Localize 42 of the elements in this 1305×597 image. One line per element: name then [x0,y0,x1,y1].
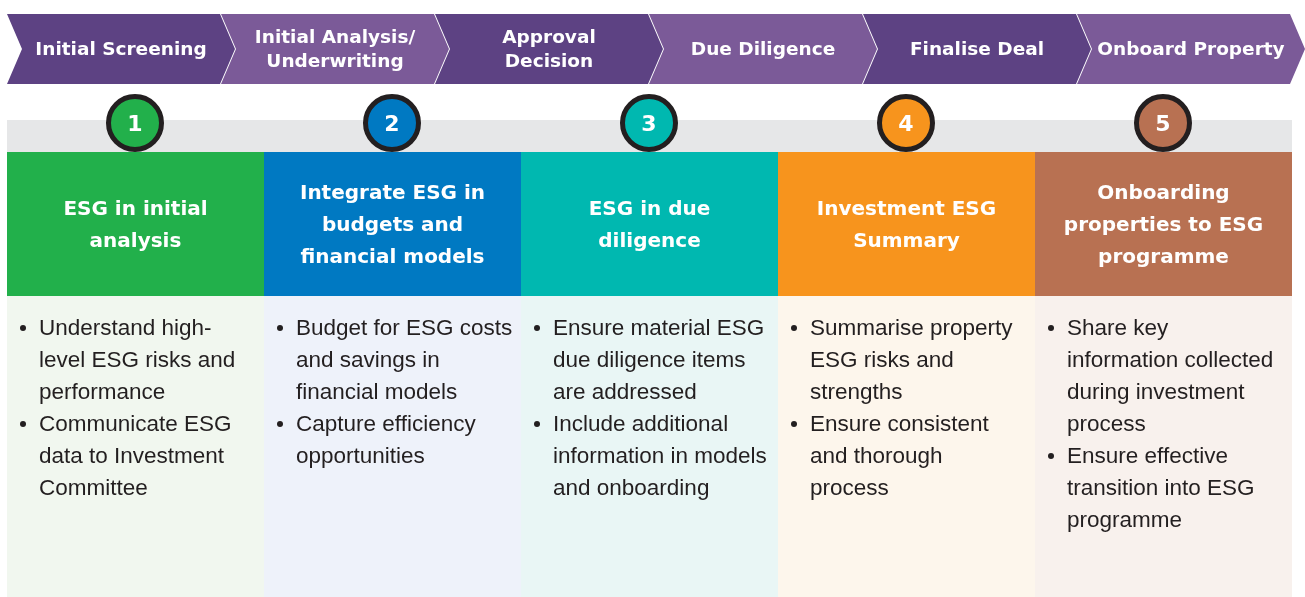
bullet-text: Ensure consistent and thorough process [810,410,990,502]
stage-banner [1077,14,1305,84]
stage-label: Approval Decision [501,25,597,73]
bullet-text: Include additional information in models and onboarding [553,410,768,502]
stage-label: Finalise Deal [908,37,1045,61]
header-box [778,152,1035,296]
header-box [521,152,778,296]
header-title: Onboarding properties to ESG programme [1062,179,1265,270]
content-panel [7,296,264,597]
bullet-text: Understand high-level ESG risks and performance [39,314,237,406]
content-panel [778,296,1035,597]
step-number: 3 [620,94,678,152]
stage-label: Due Diligence [689,37,837,61]
bullet-text: Budget for ESG costs and savings in financial models [296,314,513,406]
bullet-text: Capture efficiency opportunities [296,410,477,470]
bullet-text: Ensure effective transition into ESG programme [1067,442,1256,534]
bullet-text: Communicate ESG data to Investment Committee [39,410,233,502]
content-panel [521,296,778,597]
stage-banner [649,14,877,84]
stage-banner [7,14,235,84]
bullet-text: Summarise property ESG risks and strengths [810,314,1014,406]
header-box [1035,152,1292,296]
stage-label: Onboard Property [1097,37,1285,61]
step-number: 2 [363,94,421,152]
content-panel [264,296,521,597]
header-title: ESG in initial analysis [62,195,209,254]
step-number: 1 [106,94,164,152]
stage-banner [221,14,449,84]
header-box [7,152,264,296]
header-title: ESG in due diligence [587,195,712,254]
header-title: Investment ESG Summary [815,195,998,254]
header-title: Integrate ESG in budgets and financial models [298,179,487,270]
header-box [264,152,521,296]
stage-banner [435,14,663,84]
bullet-text: Share key information collected during investment process [1067,314,1275,438]
step-number: 5 [1134,94,1192,152]
step-number: 4 [877,94,935,152]
stage-banner [863,14,1091,84]
content-panel [1035,296,1292,597]
bullet-text: Ensure material ESG due diligence items are addressed [553,314,766,406]
stage-label: Initial Analysis/ Underwriting [253,25,417,73]
stage-label: Initial Screening [34,37,208,61]
